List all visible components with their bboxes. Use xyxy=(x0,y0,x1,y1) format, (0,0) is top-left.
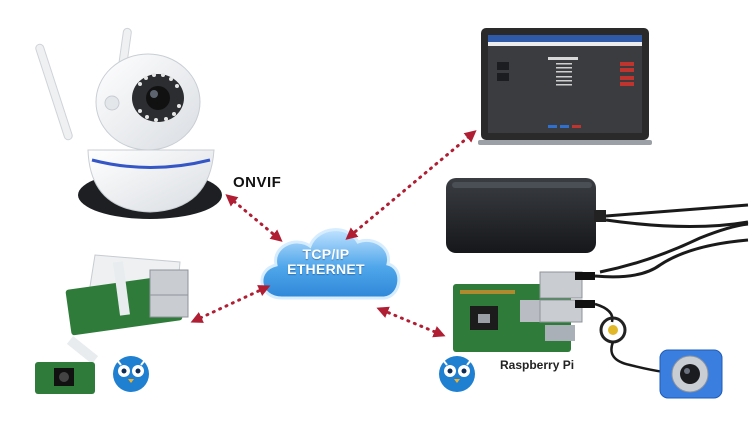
raspberry-pi-label: Raspberry Pi xyxy=(500,358,575,372)
arrow-cloud-to-laptop xyxy=(345,130,477,240)
ip-camera xyxy=(35,27,222,219)
raspberry-pi-board-left xyxy=(35,254,189,394)
arrow-cloud-to-ip-camera xyxy=(225,194,283,242)
usb-camera xyxy=(599,316,723,399)
owl-logo-left xyxy=(113,356,149,392)
arrow-cloud-to-right-pi xyxy=(376,306,446,338)
arrow-cloud-to-left-pi xyxy=(190,285,271,323)
laptop-screen xyxy=(478,28,652,145)
cloud-label-line2: ETHERNET xyxy=(287,261,365,277)
onvif-label: ONVIF xyxy=(233,174,282,191)
cloud-label: TCP/IP ETHERNET xyxy=(268,247,384,277)
cloud-icon xyxy=(260,228,401,300)
cloud-label-line1: TCP/IP xyxy=(302,246,350,262)
owl-logo-right xyxy=(439,356,475,392)
external-drive xyxy=(446,178,749,274)
raspberry-pi-board-right xyxy=(453,238,749,352)
connection-arrows xyxy=(190,130,477,338)
